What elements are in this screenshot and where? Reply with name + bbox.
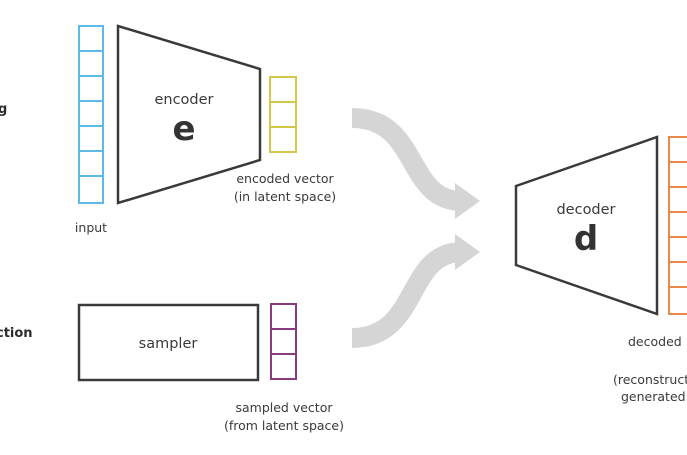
arrow-sampled-to-decoder — [351, 234, 480, 348]
sampler-label: sampler — [139, 336, 198, 352]
encoded-vector — [269, 76, 297, 153]
decoded-label-line2: (reconstruct — [613, 372, 687, 387]
input-label: input — [75, 220, 107, 235]
sampled-vector-label-line1: sampled vector — [235, 400, 333, 415]
decoder-label: decoder — [556, 202, 615, 218]
arrow-encoded-to-decoder — [351, 108, 480, 219]
decoded-label-line1: decoded — [628, 334, 682, 349]
encoded-vector-label-line2: (in latent space) — [234, 189, 336, 204]
sampled-vector-label-line2: (from latent space) — [224, 418, 344, 433]
decoder-symbol: d — [574, 219, 598, 259]
encoder-block — [116, 24, 262, 205]
decoder-block — [514, 135, 659, 316]
encoded-vector-label-line1: encoded vector — [236, 171, 334, 186]
input-vector — [78, 25, 104, 204]
side-label-bottom: ction — [0, 326, 33, 341]
encoder-label: encoder — [154, 92, 213, 108]
side-label-top: g — [0, 102, 7, 117]
sampled-vector — [270, 303, 297, 380]
encoder-symbol: e — [172, 109, 195, 149]
decoded-vector — [668, 136, 687, 315]
sampler-block — [77, 303, 260, 382]
decoded-label-line3: generated — [621, 389, 686, 404]
